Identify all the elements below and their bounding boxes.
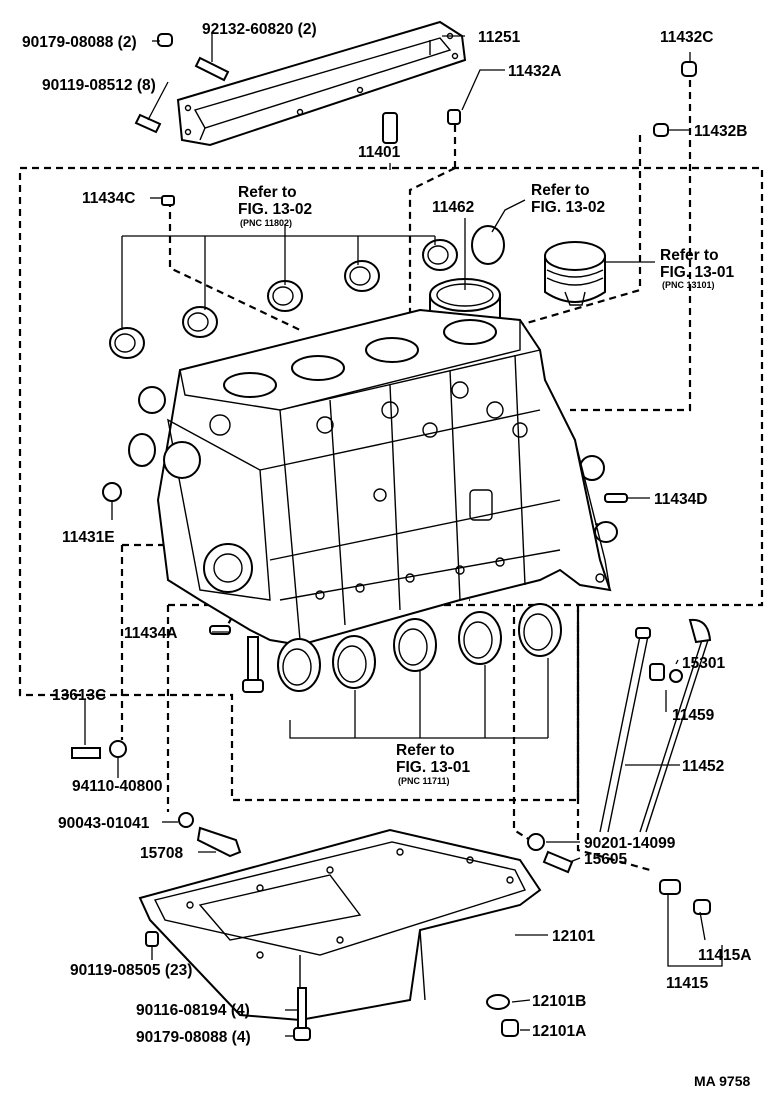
ref4-line2: FIG. 13-01 (396, 759, 470, 776)
label-11452: 11452 (682, 758, 724, 775)
engine-block (156, 308, 612, 647)
boundary-lines (18, 80, 764, 872)
label-15301: 15301 (682, 655, 725, 672)
label-90201-14099: 90201-14099 (584, 835, 676, 852)
label-90119-08512: 90119-08512 (8) (42, 77, 156, 94)
label-11251: 11251 (478, 29, 521, 46)
ref4-line1: Refer to (396, 742, 455, 759)
label-11431e: 11431E (62, 529, 115, 546)
label-11462: 11462 (432, 199, 474, 216)
head-cover-gasket (176, 20, 467, 147)
label-13613c: 13613C (52, 687, 106, 704)
label-11434d: 11434D (654, 491, 707, 508)
label-90179-08088-top: 90179-08088 (2) (22, 34, 137, 51)
small-bolts-top (134, 33, 697, 206)
ref1-pnc: (PNC 11802) (240, 218, 292, 228)
label-90043-01041: 90043-01041 (58, 815, 150, 832)
label-12101: 12101 (552, 928, 595, 945)
part-labels: 90179-08088 (2) 92132-60820 (2) 11251 90… (22, 21, 751, 1046)
label-92132-60820: 92132-60820 (2) (202, 21, 317, 38)
label-11432c: 11432C (660, 29, 713, 46)
label-94110-40800: 94110-40800 (72, 778, 163, 795)
label-11434c: 11434C (82, 190, 135, 207)
label-11432b: 11432B (694, 123, 747, 140)
label-12101b: 12101B (532, 993, 586, 1010)
label-11401: 11401 (358, 144, 401, 161)
label-11415a: 11415A (698, 947, 751, 964)
leader-lines (84, 32, 723, 1037)
ref3-line2: FIG. 13-01 (660, 264, 734, 281)
refer-to-notes: Refer to FIG. 13-02 (PNC 11802) Refer to… (238, 182, 734, 786)
piston (544, 241, 606, 306)
label-15605: 15605 (584, 851, 627, 868)
dipstick (599, 618, 712, 833)
main-bearings (277, 603, 562, 692)
ref3-pnc: (PNC 13101) (662, 280, 715, 290)
label-12101a: 12101A (532, 1023, 586, 1040)
ref2-line1: Refer to (531, 182, 590, 199)
label-11434a: 11434A (124, 625, 177, 642)
ref3-line1: Refer to (660, 247, 719, 264)
upper-bearings (102, 225, 628, 635)
oil-pan (138, 828, 542, 1022)
label-90119-08505: 90119-08505 (23) (70, 962, 192, 979)
ref1-line1: Refer to (238, 184, 297, 201)
label-90116-08194: 90116-08194 (4) (136, 1002, 250, 1019)
label-15708: 15708 (140, 845, 183, 862)
ref2-line2: FIG. 13-02 (531, 199, 605, 216)
label-11415: 11415 (666, 975, 709, 992)
label-90179-08088-bottom: 90179-08088 (4) (136, 1029, 251, 1046)
ref4-pnc: (PNC 11711) (398, 776, 450, 786)
ref1-line2: FIG. 13-02 (238, 201, 312, 218)
label-11432a: 11432A (508, 63, 561, 80)
oil-pan-hardware (145, 833, 711, 1041)
figure-code: MA 9758 (694, 1073, 751, 1089)
label-11459: 11459 (672, 707, 715, 724)
